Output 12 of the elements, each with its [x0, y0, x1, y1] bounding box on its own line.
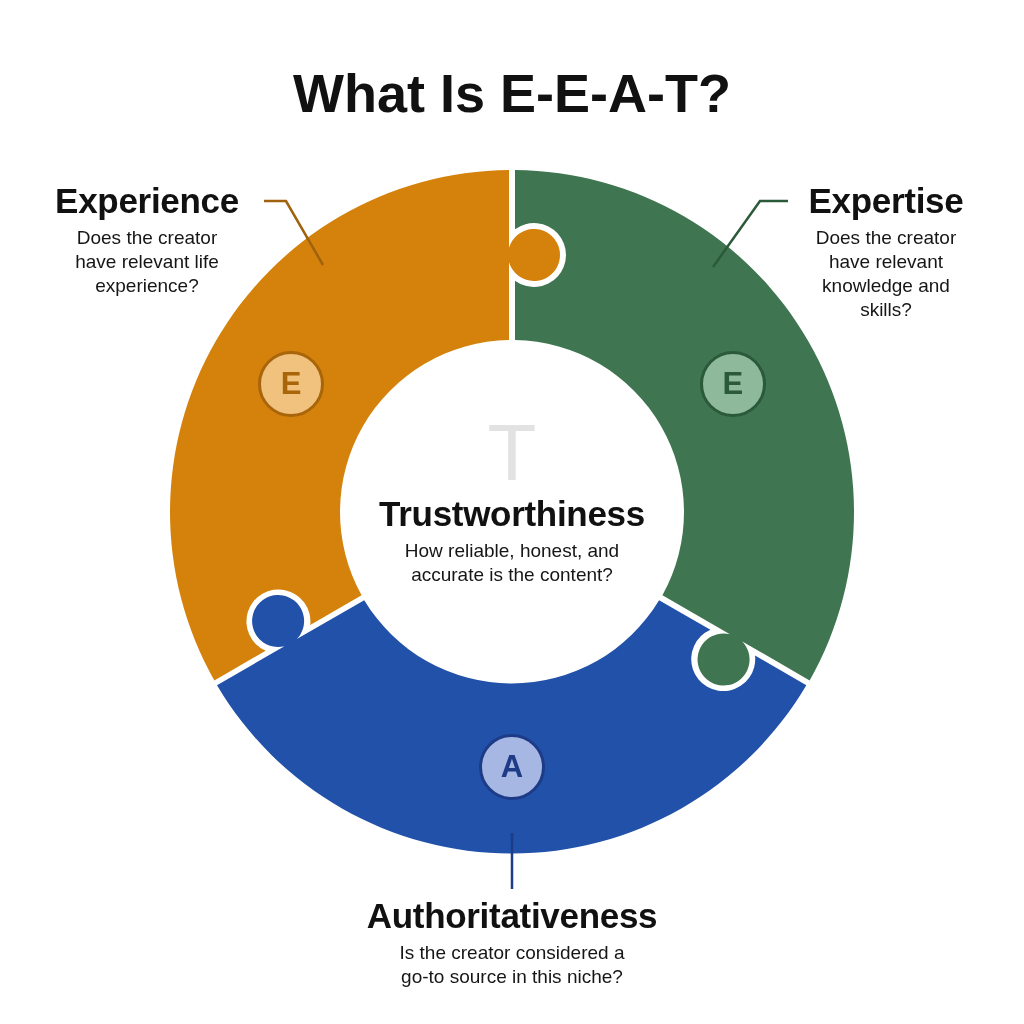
heading: Expertise	[808, 180, 964, 222]
heading: Experience	[55, 180, 239, 222]
description-text: Does the creator have relevant life experience?	[74, 226, 220, 298]
title: What Is E-E-A-T?	[293, 62, 731, 125]
leader-line	[510, 833, 514, 889]
description-text: How reliable, honest, and accurate is the content?	[403, 539, 621, 587]
leader-line	[712, 199, 788, 268]
heading: Trustworthiness	[379, 493, 645, 535]
heading: Authoritativeness	[366, 895, 658, 937]
description-text: Does the creator have relevant knowledge and skills?	[814, 226, 958, 322]
description-text: Is the creator considered a go-to source in this niche?	[398, 941, 626, 989]
leader-line	[264, 199, 325, 266]
